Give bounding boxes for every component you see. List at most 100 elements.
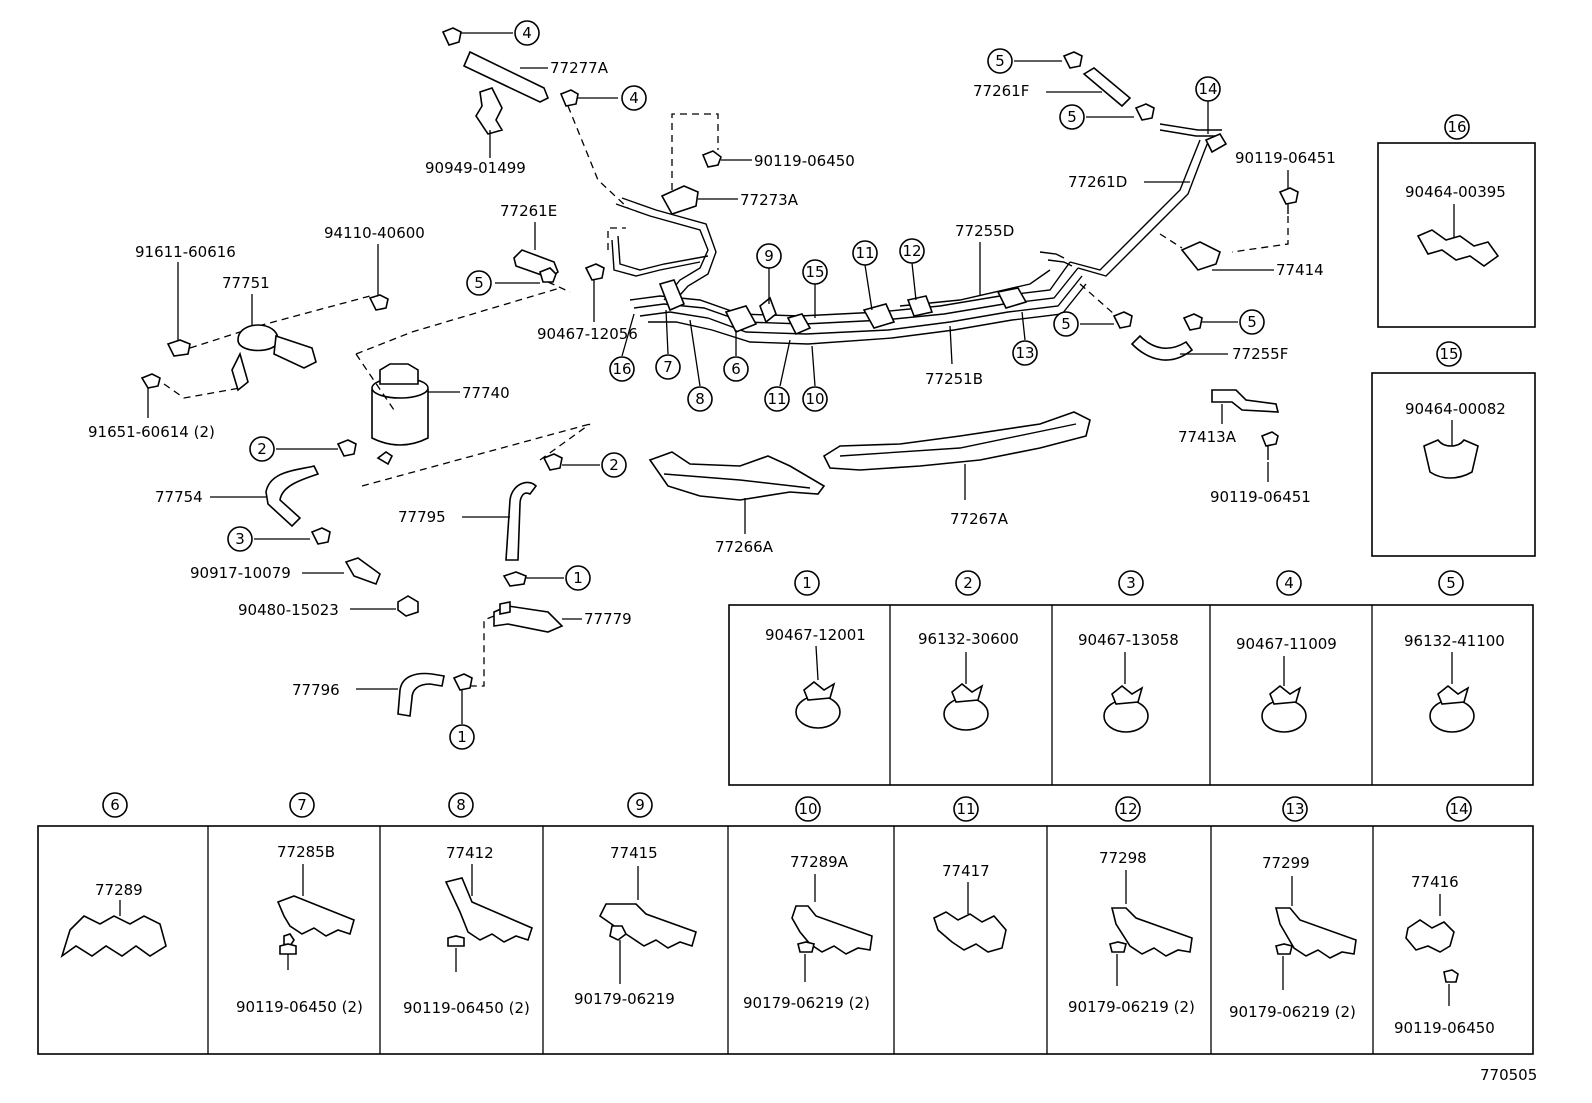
callout-8: 8: [695, 390, 705, 408]
protector-77267A: 77267A: [822, 411, 1091, 528]
callout-3: 3: [235, 530, 245, 548]
bracket-77779: 77779: [470, 601, 632, 687]
callout-4a: 4: [522, 24, 532, 42]
detail-13-num: 13: [1285, 800, 1304, 818]
detail-11: 11 77417: [933, 796, 1007, 953]
clip-2-right: 2: [539, 423, 627, 478]
label-77414: 77414: [1276, 261, 1324, 279]
callout-12: 12: [902, 242, 921, 260]
callout-1a: 1: [573, 569, 583, 587]
callout-5e: 5: [1247, 313, 1257, 331]
detail-9-part: 77415: [610, 844, 658, 862]
detail-1-num: 1: [802, 574, 812, 592]
detail-10: 10 77289A 90179-06219 (2): [743, 796, 873, 1012]
detail-5-num: 5: [1446, 574, 1456, 592]
clip-5-right: 5: [1182, 309, 1265, 335]
detail-16-num: 16: [1447, 118, 1466, 136]
callout-9: 9: [764, 247, 774, 265]
hose-77754: 77754: [155, 465, 320, 528]
detail-6-num: 6: [110, 796, 120, 814]
valve-90917-10079: 90917-10079: [190, 557, 381, 586]
detail-9-num: 9: [635, 796, 645, 814]
detail-3-num: 3: [1126, 574, 1136, 592]
detail-7-part: 77285B: [277, 843, 335, 861]
clip-5-mid: 5: [1059, 103, 1155, 130]
detail-8-sub: 90119-06450 (2): [403, 999, 530, 1017]
diagram-id: 770505: [1480, 1066, 1537, 1084]
nut-94110-40600: 94110-40600: [324, 224, 425, 311]
bolt-91651-60614: 91651-60614 (2): [88, 373, 215, 441]
detail-12-part: 77298: [1099, 849, 1147, 867]
callout-2a: 2: [257, 440, 267, 458]
detail-14-num: 14: [1449, 800, 1468, 818]
detail-6-part: 77289: [95, 881, 143, 899]
hose-77277A: 77277A: [462, 50, 609, 103]
detail-4-part: 90467-11009: [1236, 635, 1337, 653]
fuel-pipe-assembly: [607, 123, 1228, 345]
bolt-90119-06451-bottom: 90119-06451: [1210, 431, 1311, 506]
detail-13: 13 77299 90179-06219 (2): [1229, 796, 1357, 1021]
label-77273A: 77273A: [740, 191, 799, 209]
detail-15: 15 90464-00082: [1371, 341, 1536, 557]
label-77413A: 77413A: [1178, 428, 1237, 446]
callout-11a: 11: [855, 244, 874, 262]
label-77754: 77754: [155, 488, 203, 506]
hose-77795: 77795: [398, 481, 538, 561]
label-77267A: 77267A: [950, 510, 1009, 528]
clip-5-left: 5: [1053, 283, 1133, 337]
detail-3-part: 90467-13058: [1078, 631, 1179, 649]
detail-2-num: 2: [963, 574, 973, 592]
detail-5: 5 96132-41100: [1404, 570, 1505, 733]
pipe-callouts: 16 7 8 6 9 11 10 15 11 12 13: [609, 238, 1038, 412]
bracket-90949-01499: 90949-01499: [425, 87, 526, 177]
hose-77796: 77796: [292, 672, 445, 717]
detail-7-sub: 90119-06450 (2): [236, 998, 363, 1016]
detail-11-part: 77417: [942, 862, 990, 880]
bracket-77413A: 77413A: [1178, 389, 1280, 446]
hose-77261F: 77261F: [973, 67, 1132, 108]
detail-7-num: 7: [297, 796, 307, 814]
callout-6: 6: [731, 360, 741, 378]
callout-16: 16: [612, 360, 631, 378]
clip-3: 3: [227, 526, 331, 552]
detail-16-part: 90464-00395: [1405, 183, 1506, 201]
detail-10-num: 10: [798, 800, 817, 818]
clamp-1-top: 1: [502, 565, 591, 591]
detail-12-sub: 90179-06219 (2): [1068, 998, 1195, 1016]
grommet-90480-15023: 90480-15023: [238, 595, 419, 619]
label-77779: 77779: [584, 610, 632, 628]
label-77740: 77740: [462, 384, 510, 402]
bracket-77273A: 77273A: [660, 185, 799, 215]
pipe-labels: 77255D 77251B: [925, 222, 1014, 388]
detail-12: 12 77298 90179-06219 (2): [1068, 796, 1195, 1016]
callout-2b: 2: [609, 456, 619, 474]
pipe-77261D: 14 77261D: [1068, 76, 1221, 191]
label-77255F: 77255F: [1232, 345, 1288, 363]
detail-5-part: 96132-41100: [1404, 632, 1505, 650]
detail-13-part: 77299: [1262, 854, 1310, 872]
detail-row-top: 1 90467-12001 2 96132-30600 3 90467-1305…: [728, 570, 1534, 786]
label-77266A: 77266A: [715, 538, 774, 556]
label-90949-01499: 90949-01499: [425, 159, 526, 177]
callout-7: 7: [663, 358, 673, 376]
detail-16: 16 90464-00395: [1377, 114, 1536, 328]
detail-15-part: 90464-00082: [1405, 400, 1506, 418]
label-77255D: 77255D: [955, 222, 1014, 240]
label-77795: 77795: [398, 508, 446, 526]
clip-5-top: 5: [987, 48, 1083, 74]
detail-13-sub: 90179-06219 (2): [1229, 1003, 1356, 1021]
label-77261F: 77261F: [973, 82, 1029, 100]
hose-77261E: 77261E 5: [466, 202, 559, 296]
detail-2-part: 96132-30600: [918, 630, 1019, 648]
callout-15: 15: [805, 263, 824, 281]
detail-1: 1 90467-12001: [765, 570, 866, 729]
detail-9: 9 77415 90179-06219: [574, 792, 697, 1008]
protector-77266A: 77266A: [648, 451, 826, 556]
detail-4: 4 90467-11009: [1236, 570, 1337, 733]
label-90119-06451-bottom: 90119-06451: [1210, 488, 1311, 506]
detail-14-sub: 90119-06450: [1394, 1019, 1495, 1037]
callout-11b: 11: [767, 390, 786, 408]
callout-14: 14: [1198, 80, 1217, 98]
